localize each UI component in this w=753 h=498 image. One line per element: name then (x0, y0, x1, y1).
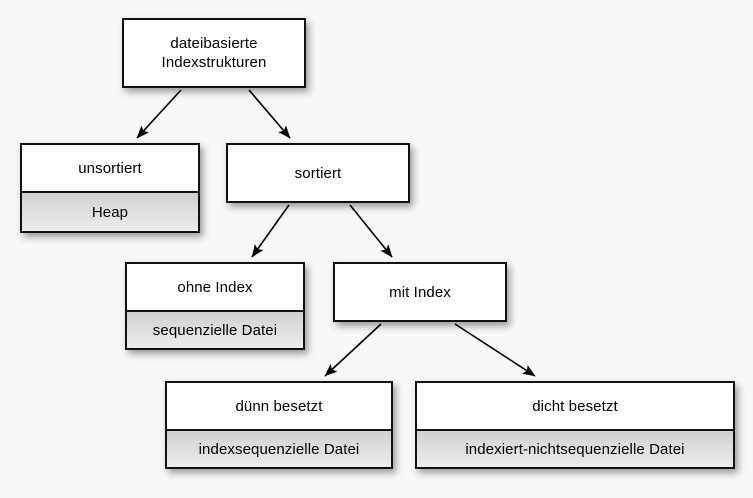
node-sortiert[interactable]: sortiert (226, 143, 410, 203)
edge-root-to-unsortiert (136, 89, 182, 139)
node-subtitle: indexsequenzielle Datei (167, 429, 391, 467)
node-subtitle: Heap (22, 191, 198, 231)
node-unsortiert[interactable]: unsortiert Heap (20, 143, 200, 233)
edge-sortiert-to-mit-index (349, 204, 393, 258)
node-duenn-besetzt[interactable]: dünn besetzt indexsequenzielle Datei (165, 381, 393, 469)
node-title: dicht besetzt (417, 383, 733, 429)
node-subtitle: indexiert-nichtsequenzielle Datei (417, 429, 733, 467)
node-mit-index[interactable]: mit Index (333, 262, 507, 322)
node-title: unsortiert (22, 145, 198, 191)
edge-sortiert-to-ohne-index (251, 204, 290, 258)
node-dicht-besetzt[interactable]: dicht besetzt indexiert-nichtsequenziell… (415, 381, 735, 469)
node-title: dünn besetzt (167, 383, 391, 429)
node-dateibasierte-indexstrukturen[interactable]: dateibasierte Indexstrukturen (122, 18, 306, 88)
edge-mit-index-to-duenn (324, 323, 382, 377)
node-title: dateibasierte Indexstrukturen (124, 20, 304, 86)
edge-root-to-sortiert (248, 89, 291, 139)
node-title: mit Index (335, 264, 505, 320)
node-title: ohne Index (127, 264, 303, 310)
node-ohne-index[interactable]: ohne Index sequenzielle Datei (125, 262, 305, 350)
edge-mit-index-to-dicht (454, 323, 536, 377)
node-subtitle: sequenzielle Datei (127, 310, 303, 348)
node-title: sortiert (228, 145, 408, 201)
